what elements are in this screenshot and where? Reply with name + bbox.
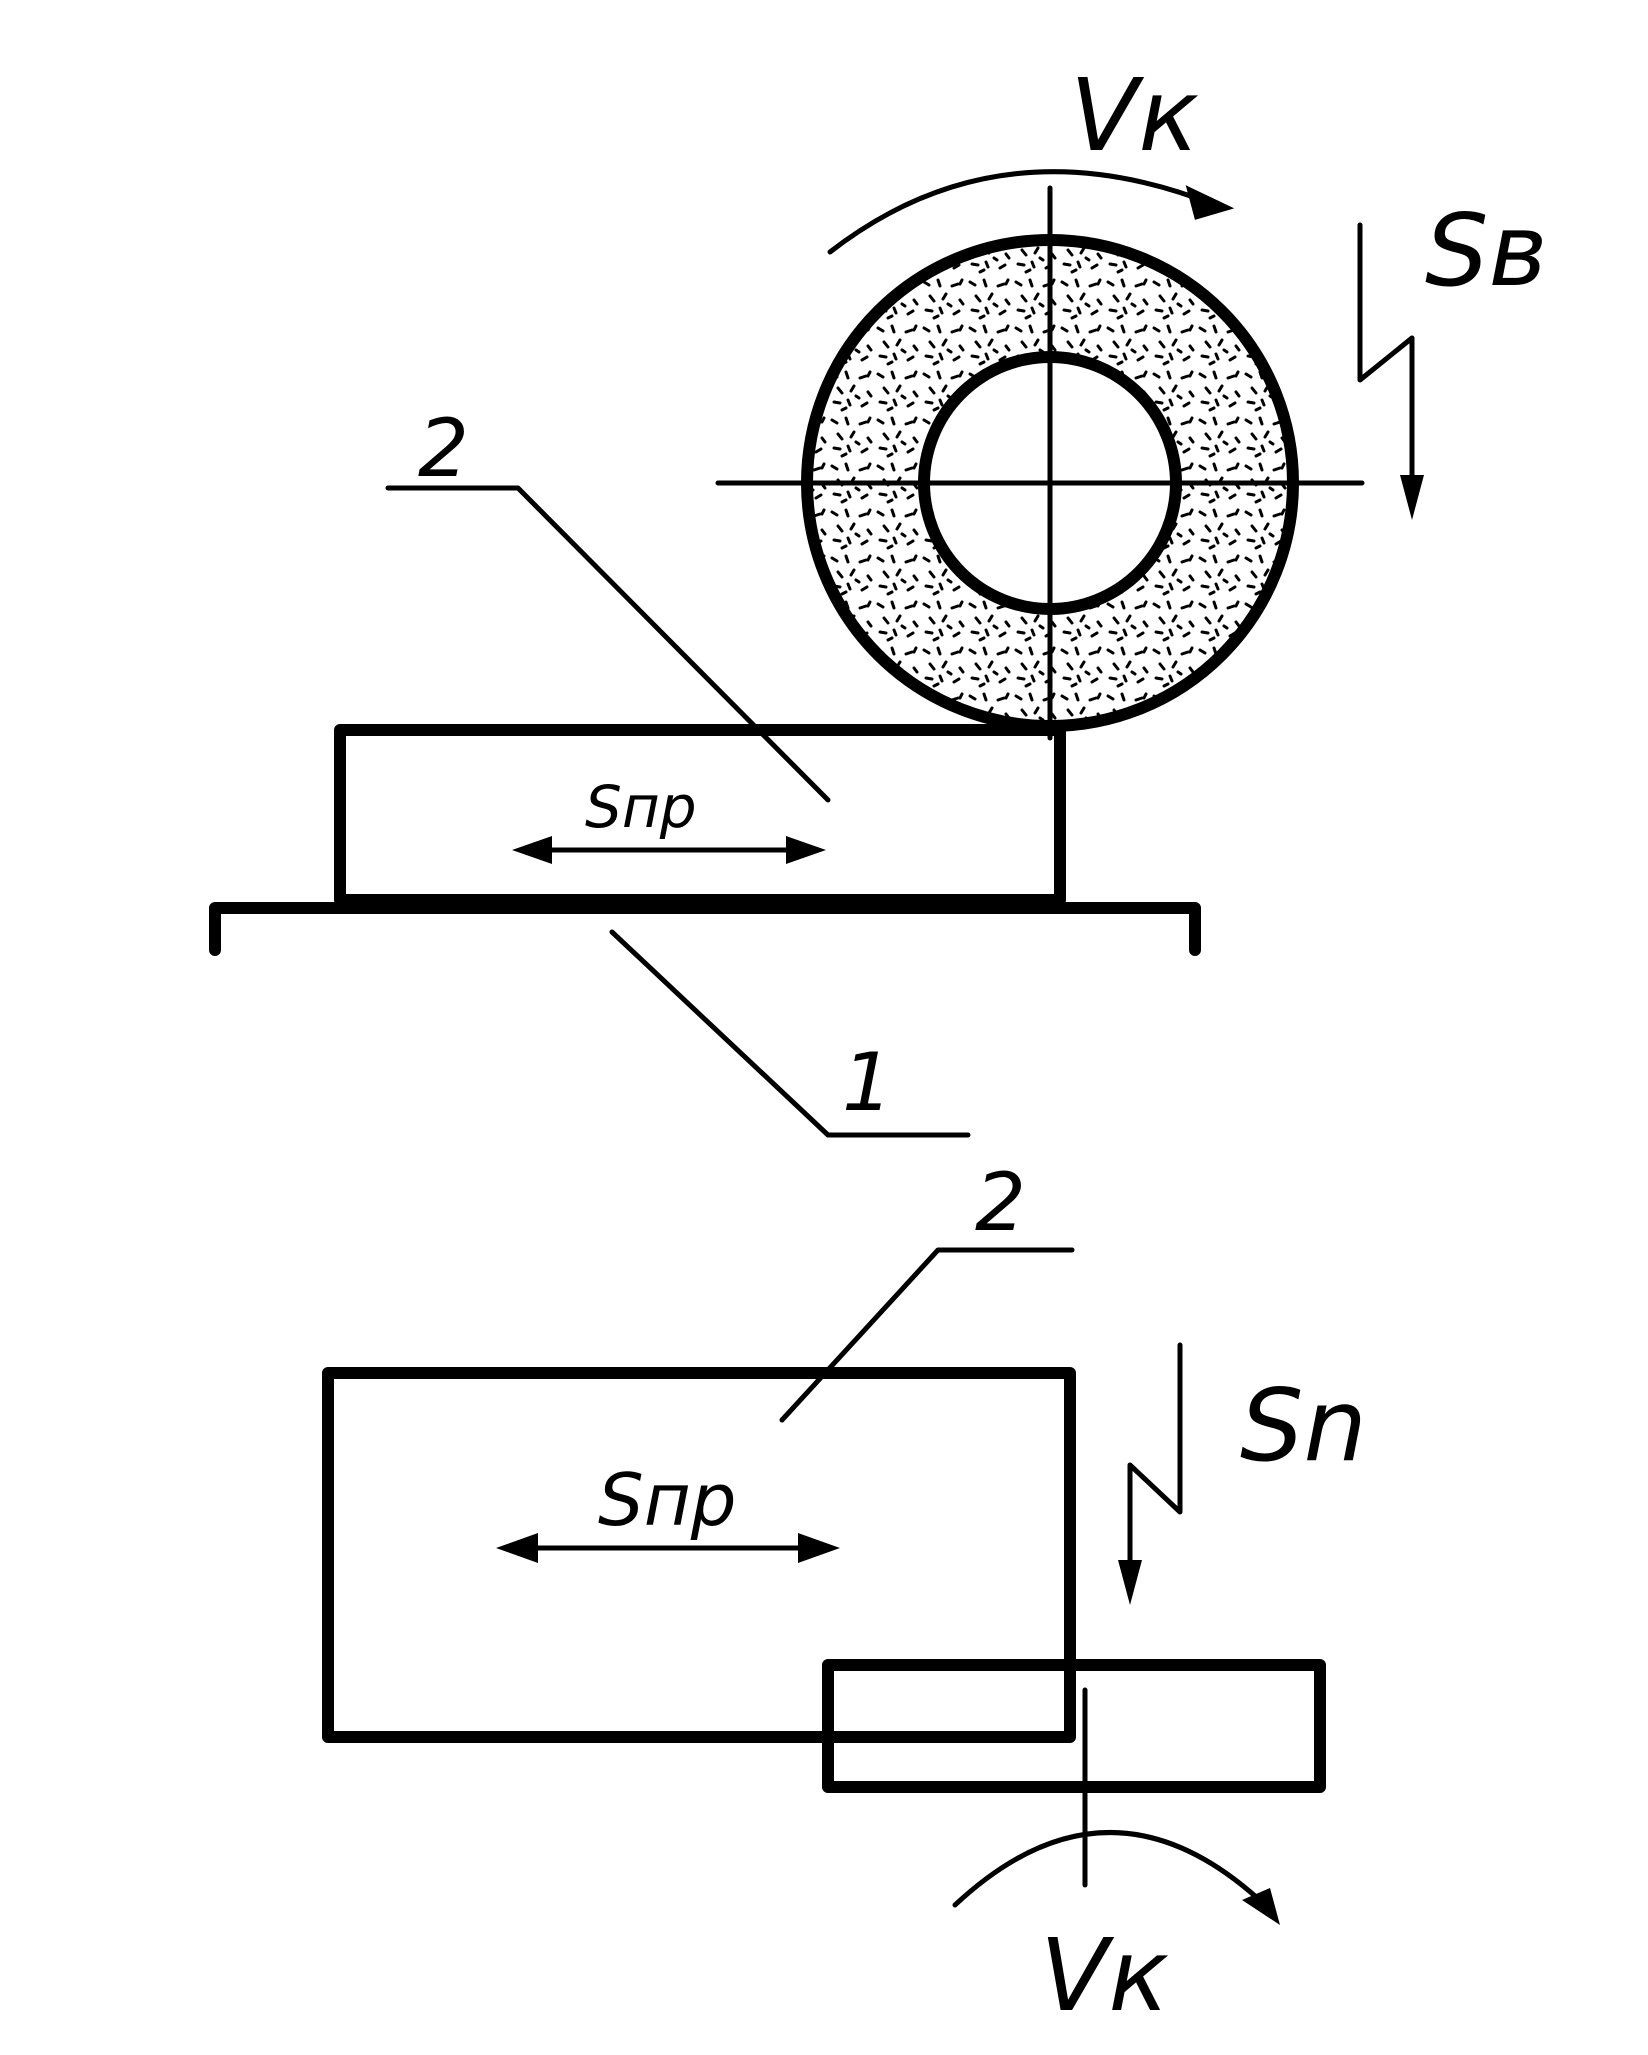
leader-part-top — [385, 485, 831, 803]
label-part-bottom: 2 — [975, 1156, 1026, 1249]
longitudinal-feed-arrowhead-right-top — [786, 836, 826, 864]
machine-table — [209, 902, 1201, 956]
label-vertical-feed: Sв — [1425, 192, 1547, 309]
workpiece-bottom — [322, 1367, 1076, 1743]
longitudinal-feed-arrowhead-right-bottom — [798, 1533, 840, 1563]
wheel-rotation-arrow-bottom — [952, 1830, 1268, 1908]
bottom-view: Sпр 2 Sn Vк — [322, 1156, 1367, 2034]
cross-feed-arrowhead — [1118, 1560, 1142, 1605]
label-longitudinal-feed-bottom: Sпр — [598, 1458, 736, 1542]
grinding-wheel-top — [806, 240, 1293, 726]
longitudinal-feed-arrowhead-left-bottom — [496, 1533, 538, 1563]
leader-table — [609, 929, 971, 1138]
wheel-rotation-arrowhead-top — [1185, 185, 1235, 220]
workpiece-top — [334, 724, 1066, 906]
label-cross-feed: Sn — [1240, 1367, 1367, 1484]
wheel-rotation-arrowhead-bottom — [1242, 1888, 1280, 1925]
label-part-top: 2 — [418, 402, 469, 495]
label-wheel-speed-bottom: Vк — [1040, 1917, 1169, 2034]
label-table: 1 — [842, 1036, 893, 1129]
vertical-feed-arrowhead — [1400, 475, 1424, 520]
label-wheel-speed-top: Vк — [1070, 57, 1199, 174]
cross-feed-arrow — [1127, 1342, 1183, 1588]
label-longitudinal-feed-top: Sпр — [585, 773, 697, 841]
longitudinal-feed-arrowhead-left-top — [512, 836, 552, 864]
leader-part-bottom — [779, 1247, 1075, 1423]
top-view: Vк Sв Sпр 2 1 — [209, 57, 1547, 1138]
grinding-wheel-bottom — [822, 1659, 1326, 1793]
wheel-rotation-arrow-top — [827, 169, 1218, 255]
vertical-feed-arrow — [1357, 222, 1415, 508]
